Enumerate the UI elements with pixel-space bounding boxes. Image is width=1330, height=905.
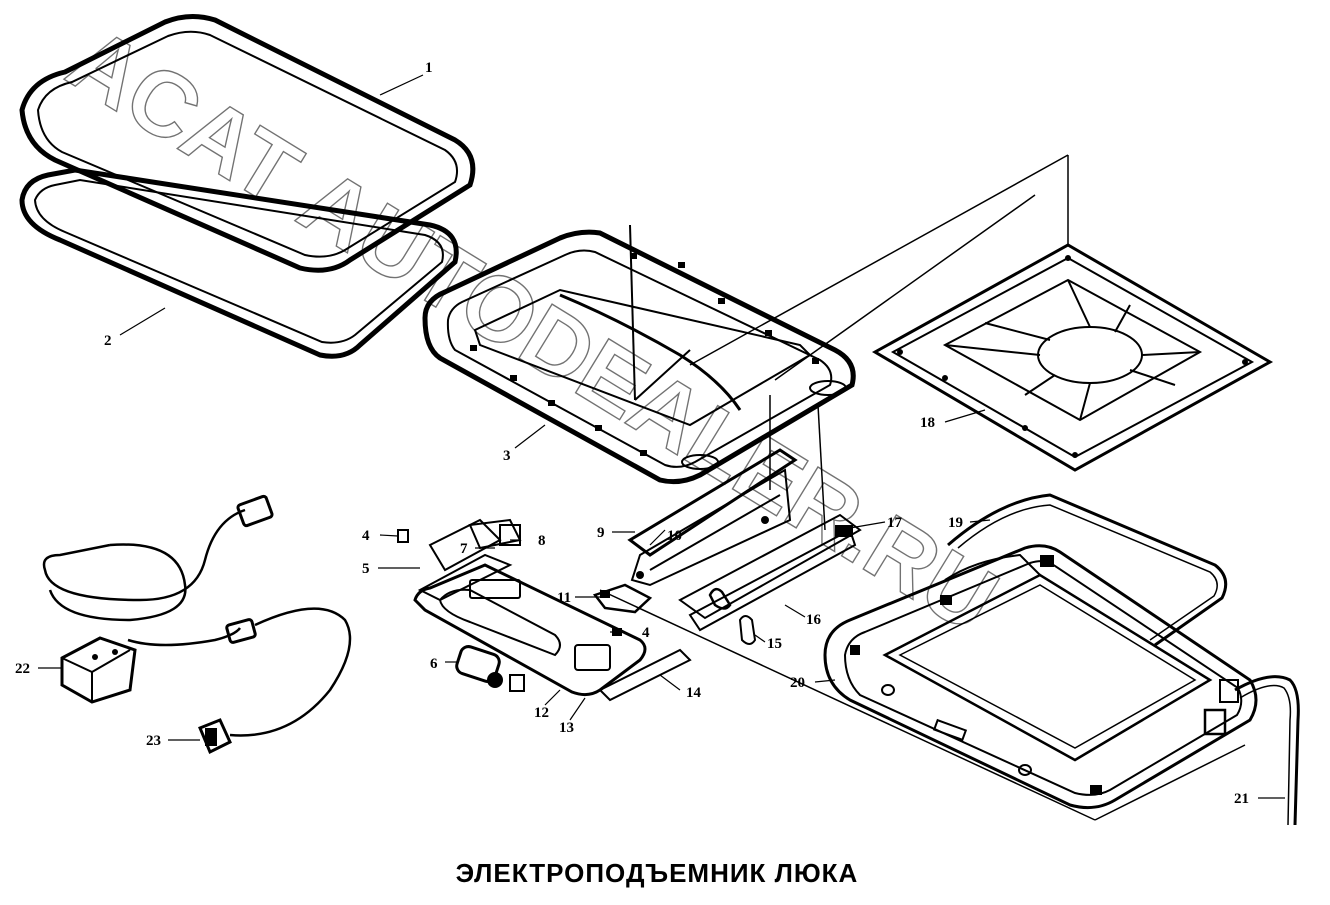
part-9-10-guide-rail [627, 448, 798, 587]
callout-14: 14 [686, 685, 702, 701]
callout-11: 11 [557, 590, 571, 606]
callout-17: 17 [887, 515, 903, 531]
callout-4a: 4 [362, 528, 370, 544]
part-12-13-motor-plate [397, 518, 692, 702]
callout-12: 12 [534, 705, 549, 721]
callout-20: 20 [790, 675, 805, 691]
assembly-lines [599, 154, 1246, 821]
callout-4b: 4 [642, 625, 650, 641]
part-16-17-bracket [678, 513, 862, 645]
callout-2: 2 [104, 333, 112, 349]
callout-8: 8 [538, 533, 546, 549]
callout-5: 5 [362, 561, 370, 577]
part-1-glass-panel [19, 14, 476, 273]
callout-23: 23 [146, 733, 161, 749]
part-21-drain-tube [1234, 675, 1300, 826]
callout-22: 22 [15, 661, 30, 677]
part-3-frame [422, 224, 856, 485]
part-2-seal [19, 167, 459, 359]
part-22-23-harness [42, 494, 352, 755]
callout-19: 19 [948, 515, 963, 531]
part-18-inner-trim [871, 155, 1274, 472]
part-6-motor [455, 645, 525, 692]
watermark: ACAT AUTODEALER.RU [52, 8, 1015, 652]
diagram-caption: ЭЛЕКТРОПОДЪЕМНИК ЛЮКА [456, 858, 859, 888]
part-11-lever [592, 583, 653, 614]
callout-1: 1 [425, 60, 433, 76]
callout-10: 10 [667, 528, 682, 544]
callout-labels: 1 2 3 4 4 5 6 7 8 9 10 11 12 13 14 15 16… [15, 60, 1249, 807]
callout-21: 21 [1234, 791, 1249, 807]
callout-9: 9 [597, 525, 605, 541]
callout-3: 3 [503, 448, 511, 464]
callout-leaders [38, 74, 1285, 799]
callout-13: 13 [559, 720, 574, 736]
part-19-20-shade [823, 493, 1258, 810]
callout-15: 15 [767, 636, 782, 652]
callout-7: 7 [460, 541, 468, 557]
callout-6: 6 [430, 656, 438, 672]
callout-16: 16 [806, 612, 822, 628]
callout-18: 18 [920, 415, 935, 431]
